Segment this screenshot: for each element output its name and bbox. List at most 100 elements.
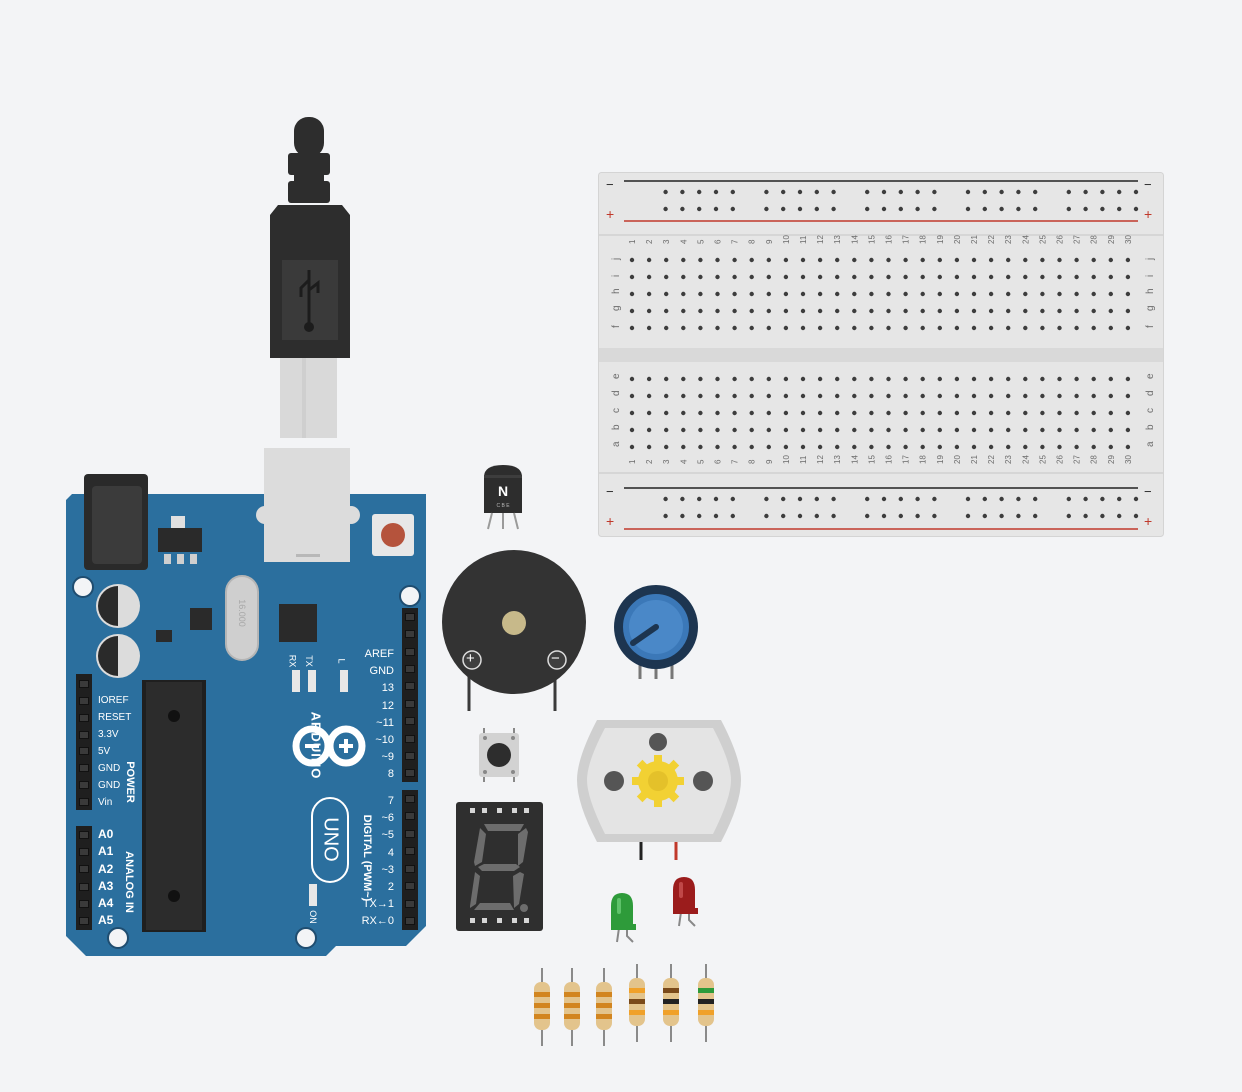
breadboard-hole[interactable] [1057, 393, 1062, 399]
breadboard-hole[interactable] [732, 325, 737, 331]
breadboard-hole[interactable] [920, 274, 925, 280]
breadboard-hole[interactable] [971, 291, 977, 297]
rail-hole[interactable] [898, 206, 903, 212]
breadboard-hole[interactable] [971, 257, 977, 263]
rail-hole[interactable] [730, 496, 735, 502]
breadboard-hole[interactable] [681, 427, 686, 433]
breadboard-hole[interactable] [937, 308, 942, 314]
rail-hole[interactable] [915, 206, 920, 212]
rail-hole[interactable] [663, 496, 668, 502]
breadboard-hole[interactable] [766, 393, 771, 399]
breadboard-hole[interactable] [783, 376, 789, 382]
breadboard-hole[interactable] [988, 325, 994, 331]
breadboard-hole[interactable] [783, 444, 789, 450]
breadboard-hole[interactable] [971, 410, 977, 416]
rail-hole[interactable] [797, 206, 803, 212]
breadboard-hole[interactable] [988, 308, 994, 314]
breadboard-hole[interactable] [664, 257, 669, 263]
rail-hole[interactable] [713, 189, 719, 195]
header-pin[interactable] [79, 865, 89, 874]
breadboard-hole[interactable] [886, 274, 891, 280]
header-pin[interactable] [79, 747, 89, 756]
breadboard-hole[interactable] [988, 427, 994, 433]
breadboard-hole[interactable] [1091, 257, 1096, 263]
breadboard-hole[interactable] [783, 291, 789, 297]
breadboard-hole[interactable] [732, 444, 737, 450]
breadboard-hole[interactable] [698, 291, 703, 297]
breadboard-hole[interactable] [920, 257, 925, 263]
breadboard-hole[interactable] [766, 376, 771, 382]
header-pin[interactable] [79, 830, 89, 839]
breadboard-hole[interactable] [1091, 427, 1096, 433]
breadboard-hole[interactable] [903, 376, 908, 382]
rail-hole[interactable] [814, 496, 819, 502]
rail-hole[interactable] [663, 513, 668, 519]
breadboard-hole[interactable] [954, 308, 960, 314]
breadboard-hole[interactable] [920, 427, 925, 433]
breadboard-hole[interactable] [800, 376, 806, 382]
breadboard-hole[interactable] [698, 376, 703, 382]
rail-hole[interactable] [814, 206, 819, 212]
breadboard-hole[interactable] [715, 427, 720, 433]
breadboard-hole[interactable] [852, 274, 857, 280]
breadboard-hole[interactable] [835, 427, 840, 433]
breadboard-hole[interactable] [766, 274, 771, 280]
breadboard-hole[interactable] [629, 274, 635, 280]
rail-hole[interactable] [1016, 496, 1021, 502]
rail-hole[interactable] [1133, 206, 1139, 212]
breadboard-hole[interactable] [937, 274, 942, 280]
breadboard-hole[interactable] [1108, 393, 1113, 399]
rail-hole[interactable] [797, 189, 803, 195]
breadboard-hole[interactable] [1023, 427, 1028, 433]
rail-hole[interactable] [1133, 189, 1139, 195]
breadboard-hole[interactable] [971, 325, 977, 331]
breadboard-hole[interactable] [1091, 274, 1096, 280]
header-pin[interactable] [405, 847, 415, 856]
breadboard-hole[interactable] [646, 410, 652, 416]
rail-hole[interactable] [814, 513, 819, 519]
rail-hole[interactable] [1016, 189, 1021, 195]
breadboard-hole[interactable] [1040, 257, 1045, 263]
breadboard-hole[interactable] [988, 274, 994, 280]
breadboard-hole[interactable] [886, 291, 891, 297]
rail-hole[interactable] [713, 206, 719, 212]
header-pin[interactable] [79, 730, 89, 739]
breadboard-hole[interactable] [715, 444, 720, 450]
breadboard-hole[interactable] [1108, 291, 1113, 297]
rail-hole[interactable] [982, 189, 987, 195]
seven-segment-display[interactable] [456, 802, 543, 931]
breadboard-hole[interactable] [1091, 444, 1096, 450]
led-green[interactable] [609, 892, 639, 944]
breadboard-hole[interactable] [988, 376, 994, 382]
rail-hole[interactable] [730, 206, 735, 212]
breadboard-hole[interactable] [749, 308, 754, 314]
breadboard-hole[interactable] [852, 410, 857, 416]
header-pin[interactable] [79, 680, 89, 689]
breadboard-hole[interactable] [646, 427, 652, 433]
header-pin[interactable] [405, 682, 415, 691]
breadboard-hole[interactable] [1057, 291, 1062, 297]
header-pin[interactable] [405, 664, 415, 673]
breadboard-hole[interactable] [1057, 274, 1062, 280]
rail-hole[interactable] [764, 513, 769, 519]
breadboard-hole[interactable] [852, 376, 857, 382]
breadboard-hole[interactable] [664, 308, 669, 314]
breadboard-hole[interactable] [1091, 325, 1096, 331]
breadboard-hole[interactable] [886, 444, 891, 450]
breadboard-hole[interactable] [783, 325, 789, 331]
npn-transistor[interactable]: N C B E [480, 463, 526, 533]
header-pin[interactable] [405, 751, 415, 760]
breadboard-hole[interactable] [971, 393, 977, 399]
usb-cable[interactable] [260, 115, 360, 445]
breadboard-hole[interactable] [800, 274, 806, 280]
breadboard-hole[interactable] [937, 444, 942, 450]
breadboard-hole[interactable] [1108, 274, 1113, 280]
breadboard-hole[interactable] [715, 325, 720, 331]
rail-hole[interactable] [781, 189, 786, 195]
rail-hole[interactable] [1083, 189, 1088, 195]
breadboard-hole[interactable] [1006, 308, 1011, 314]
breadboard-hole[interactable] [1040, 308, 1045, 314]
header-pin[interactable] [405, 717, 415, 726]
breadboard-hole[interactable] [817, 444, 823, 450]
piezo-buzzer[interactable]: + − [441, 549, 589, 714]
